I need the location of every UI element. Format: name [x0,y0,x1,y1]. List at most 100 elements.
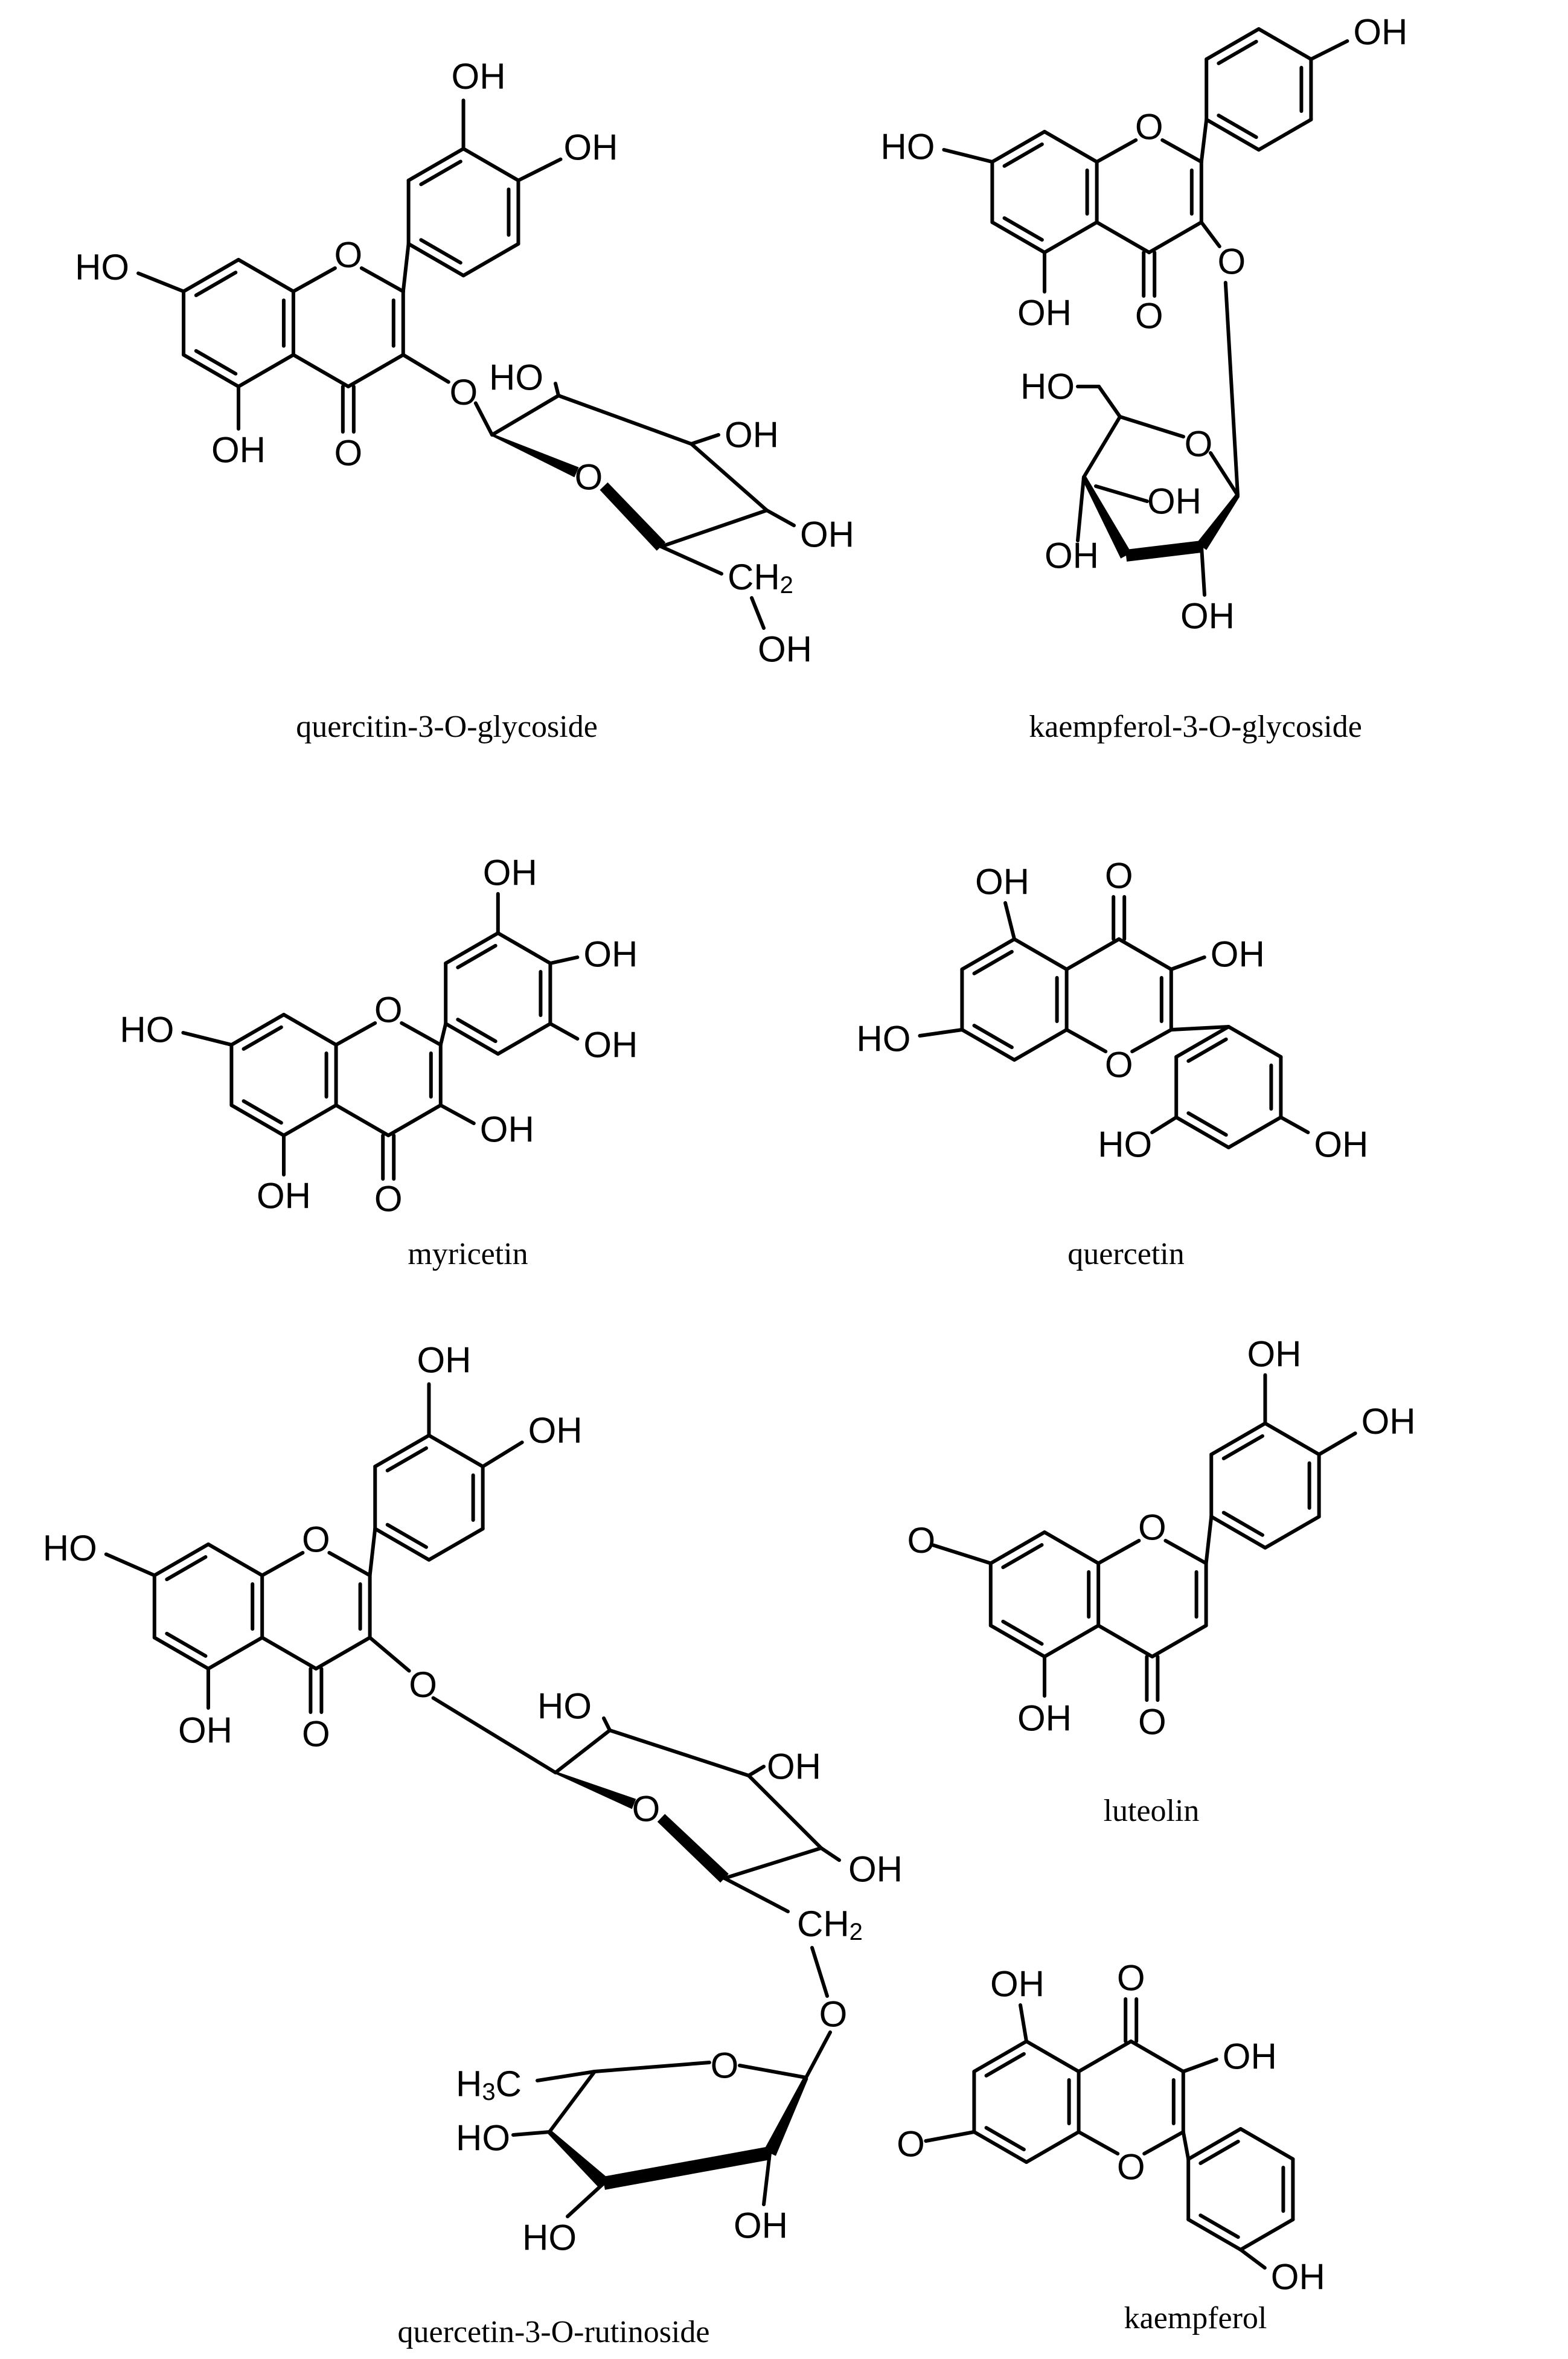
bond-line [1096,1623,1154,1658]
bond-line [1002,216,1044,242]
bond-line [1043,1623,1101,1658]
hydroxyl-label: OH [583,1025,638,1065]
bond-line [1256,27,1313,61]
bond-line [1117,937,1173,971]
bond-line [924,2130,976,2143]
bond-line [1043,130,1099,164]
bond-line [194,348,238,376]
bond-line [291,266,337,294]
bond-line [554,382,560,397]
oxygen-atom-label: O [1117,2147,1145,2187]
bond-line [1199,220,1221,248]
hydroxyl-label: OH [734,2206,788,2246]
bond-line [385,1446,428,1472]
hydroxyl-label: OH [1147,481,1202,522]
bond-line [401,353,450,384]
undefined: CH2 [797,1904,863,1946]
hydroxyl-label: OH [528,1410,583,1451]
bond-line [206,1635,264,1671]
bond-line [548,2070,597,2134]
oxygen-atom-label: O [334,235,363,275]
bond-line [359,266,405,294]
bond-line [206,1542,264,1577]
oxygen-atom-label: O [1117,1958,1145,1998]
bond-line [260,1635,318,1671]
bond-line [1238,2218,1295,2251]
bond-line [608,1728,750,1777]
hydroxyl-label: OH [725,415,779,455]
oxygen-atom-label: O [334,433,363,473]
oxygen-atom-label: O [711,2046,739,2086]
bond-line [444,931,500,965]
bond-line [291,353,350,388]
bond-line [690,442,769,512]
bond-line [566,2181,606,2218]
bond-line [804,2030,832,2079]
bond-line [1001,1619,1044,1646]
bond-line [237,353,295,388]
oxygen-atom-label: O [907,1520,935,1561]
bond-line [427,1433,485,1469]
bond-line [1025,2040,1081,2073]
bond-line [229,1103,286,1137]
oxygen-atom-label: O [374,990,403,1030]
bond-line [1174,1115,1230,1149]
oxygen-atom-label: O [449,372,478,412]
bond-lines [104,27,1357,2270]
bond-line [1001,1543,1044,1570]
caption-quercitin-3-o-glycoside: quercitin-3-O-glycoside [296,710,598,744]
bond-line [1095,138,1138,164]
bond-line [1077,2040,1133,2073]
bond-line [1043,1530,1101,1565]
caption-kaempferol: kaempferol [1124,2301,1267,2335]
bond-line [1209,1421,1267,1457]
bond-line [516,157,563,182]
hydroxyl-label: OH [257,1176,311,1216]
bond-line [473,401,494,437]
bond-line [181,1031,234,1047]
oxygen-atom-label: O [1217,242,1246,282]
caption-kaempferol-3-o-glycoside: kaempferol-3-O-glycoside [1029,710,1362,744]
bond-line [1263,1421,1321,1457]
oxygen-atom-label: O [1138,1507,1166,1548]
bond-line [438,1103,476,1125]
wedge-bond [548,2130,609,2188]
hydroxyl-label: HO [120,1010,174,1050]
bond-line [1150,1115,1179,1134]
wedge-bond [600,482,666,551]
bond-line [984,2052,1026,2078]
bond-line [1279,1115,1310,1134]
bond-line [182,258,240,294]
bond-line [419,238,462,265]
bond-line [481,1440,524,1469]
caption-myricetin: myricetin [408,1237,528,1271]
hydroxyl-label: HO [880,127,935,167]
bond-line [368,1527,377,1577]
bond-line [1096,1539,1141,1565]
bond-line [314,1635,372,1671]
bond-line [1064,937,1121,971]
bond-line [406,147,466,182]
hydroxyl-label: OH [1045,536,1099,576]
bond-line [1186,1037,1228,1063]
oxygen-atom-label: O [302,1520,330,1560]
bond-line [1094,484,1149,503]
hydroxyl-label: OH [1247,1334,1301,1374]
bond-line [1204,1515,1214,1565]
wedge-bond [491,434,579,478]
bond-line [1200,545,1206,597]
bond-line [972,2040,1028,2073]
bond-line [723,1846,823,1880]
bond-line [750,596,766,630]
hydroxyl-label: OH [1314,1125,1368,1165]
bond-line [1019,2003,1028,2043]
bond-line [346,353,405,388]
wedge-bond [1081,476,1131,559]
bond-line [960,937,1016,971]
hydroxyl-label: HO [489,358,543,398]
bond-line [242,1025,283,1051]
hydroxyl-label: HO [1098,1125,1152,1165]
bond-line [1309,39,1349,61]
bond-line [659,509,769,548]
